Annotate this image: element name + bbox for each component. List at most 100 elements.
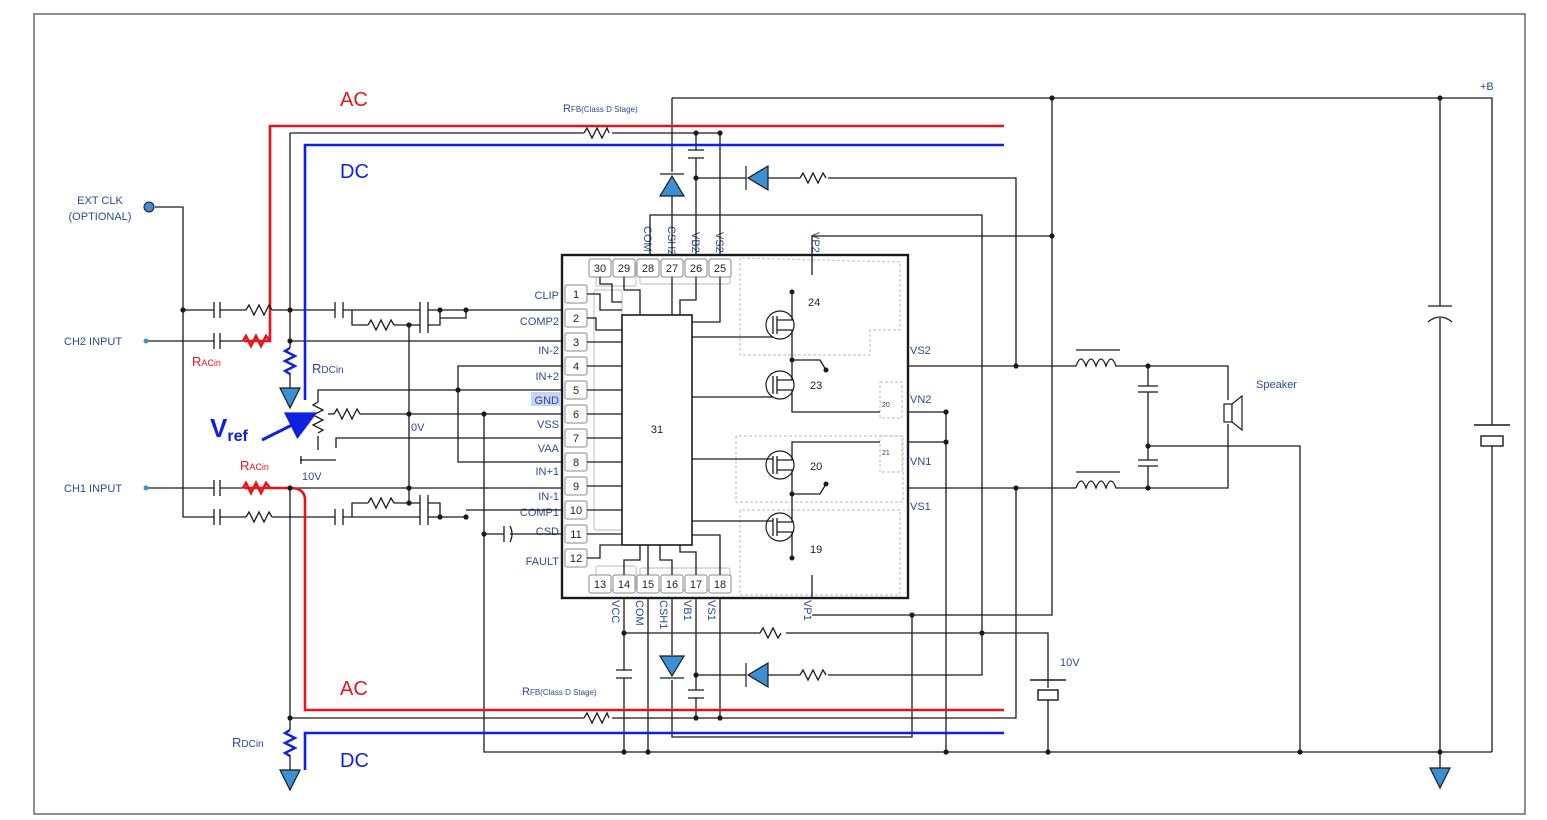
left-pin-boxes bbox=[564, 284, 588, 568]
resistor-rdc-bottom bbox=[282, 728, 298, 758]
resistor-rac-top bbox=[241, 333, 272, 349]
left-pin-numbers: 1 2 3 4 5 6 7 8 9 10 11 12 bbox=[570, 289, 582, 565]
cap-bulk bbox=[1427, 305, 1453, 323]
rdc-bottom-r: R bbox=[232, 735, 241, 750]
cap-6 bbox=[213, 480, 221, 496]
rdc-bottom-sub: DCin bbox=[241, 739, 263, 750]
bottom-pin-numbers: 13 14 15 16 17 18 bbox=[594, 579, 726, 591]
ground-bottom bbox=[279, 769, 301, 792]
plus-b-label: +B bbox=[1480, 81, 1494, 93]
chip-center-number: 31 bbox=[651, 424, 663, 436]
diode-top-vertical bbox=[658, 174, 686, 197]
inductor-bottom bbox=[1075, 471, 1120, 490]
ext-clk-optional-label: (OPTIONAL) bbox=[69, 211, 132, 223]
mosfet-19: 19 bbox=[692, 494, 822, 561]
cap-1 bbox=[213, 302, 221, 318]
resistors bbox=[245, 126, 827, 725]
ext-clk-terminal bbox=[143, 201, 155, 213]
rac-top-label: RACin bbox=[192, 354, 221, 369]
left-pin-names: CLIP COMP2 IN-2 IN+2 GND VSS VAA IN+1 IN… bbox=[520, 290, 560, 568]
pin-name-vn1: VN1 bbox=[910, 456, 931, 468]
mosfet-23-label: 23 bbox=[810, 380, 822, 392]
speaker-icon bbox=[1223, 394, 1243, 432]
red-resistors bbox=[241, 333, 272, 496]
ground-right bbox=[1429, 767, 1451, 790]
resistor-vss bbox=[333, 407, 361, 421]
resistor-rfb-bottom bbox=[583, 711, 610, 725]
pin-num-18: 18 bbox=[714, 579, 726, 591]
pin-num-5: 5 bbox=[573, 385, 579, 397]
external-wiring bbox=[147, 97, 1493, 770]
ch1-input-terminal bbox=[143, 485, 149, 491]
pin-name-vaa: VAA bbox=[538, 443, 560, 455]
rdc-bottom-label: RDCin bbox=[232, 735, 264, 750]
pin-name-vs2-top: VS2 bbox=[713, 232, 725, 253]
pin-name-vb2: VB2 bbox=[689, 232, 701, 253]
pin-num-25: 25 bbox=[714, 263, 726, 275]
vref-v: V bbox=[210, 413, 228, 443]
bottom-pin-names: VCC COM CSH1 VB1 VS1 VP1 bbox=[609, 600, 813, 629]
dc-top-line bbox=[303, 143, 1004, 400]
pin-name-com-top: COM bbox=[641, 226, 653, 252]
pin-num-16: 16 bbox=[666, 579, 678, 591]
pin-name-vp2: VP2 bbox=[809, 232, 821, 253]
rdc-top-r: R bbox=[312, 361, 321, 376]
rfb-top-sub: FB(Class D Stage) bbox=[571, 105, 638, 114]
ch1-input-label: CH1 INPUT bbox=[64, 483, 122, 495]
pin-num-3: 3 bbox=[573, 337, 579, 349]
battery-plus-b bbox=[1480, 435, 1504, 447]
dc-top-label: DC bbox=[340, 161, 369, 183]
pin-num-6: 6 bbox=[573, 409, 579, 421]
cap-out-top bbox=[1138, 385, 1158, 393]
cap-csd bbox=[503, 525, 513, 543]
resistor-comp2 bbox=[367, 318, 395, 332]
pin-name-vs1-bottom: VS1 bbox=[705, 600, 717, 621]
pin-name-vn2: VN2 bbox=[910, 394, 931, 406]
pin-name-fault: FAULT bbox=[526, 556, 560, 568]
pin-name-vp1: VP1 bbox=[801, 600, 813, 621]
pin-name-com-bottom: COM bbox=[633, 600, 645, 626]
resistor-rfb-top bbox=[583, 126, 610, 140]
pin-num-27: 27 bbox=[666, 263, 678, 275]
dc-bottom-label: DC bbox=[340, 750, 369, 772]
pin-num-10: 10 bbox=[570, 505, 582, 517]
mosfet-24-label: 24 bbox=[808, 297, 820, 309]
capacitors bbox=[213, 149, 1453, 699]
rdc-top-sub: DCin bbox=[321, 365, 343, 376]
ext-clk-label: EXT CLK bbox=[77, 195, 123, 207]
pin-num-8: 8 bbox=[573, 457, 579, 469]
pin-name-csh2: CSH2 bbox=[665, 226, 677, 255]
ac-top-line bbox=[244, 124, 1004, 343]
gnd-highlight bbox=[531, 392, 561, 406]
cap-10 bbox=[419, 509, 429, 525]
resistor-ch2-dc bbox=[245, 303, 273, 317]
pin-name-in-2: IN-2 bbox=[538, 345, 559, 357]
rac-bottom-sub: ACin bbox=[249, 462, 269, 472]
resistor-boot-bottom bbox=[799, 668, 827, 682]
pin-num-4: 4 bbox=[573, 361, 579, 373]
ac-top-label: AC bbox=[340, 89, 368, 111]
pin-name-vs2-right: VS2 bbox=[910, 345, 931, 357]
pin-name-vb1: VB1 bbox=[681, 600, 693, 621]
cap-7 bbox=[213, 509, 221, 525]
pin-num-14: 14 bbox=[618, 579, 630, 591]
mosfet-20-label: 20 bbox=[810, 461, 822, 473]
resistor-ch1-dc bbox=[245, 510, 273, 524]
pin-name-clip: CLIP bbox=[535, 290, 559, 302]
diode-bottom-vertical bbox=[658, 655, 686, 678]
pin-name-in-1: IN-1 bbox=[538, 491, 559, 503]
internal-wiring bbox=[587, 258, 813, 598]
rac-bottom-label: RACin bbox=[240, 458, 269, 473]
pin-name-csd: CSD bbox=[536, 526, 559, 538]
pin-name-vs1-right: VS1 bbox=[910, 501, 931, 513]
pin-name-comp1: COMP1 bbox=[520, 507, 559, 519]
rdc-top-label: RDCin bbox=[312, 361, 344, 376]
rac-top-sub: ACin bbox=[201, 358, 221, 368]
pin-name-vss: VSS bbox=[537, 419, 559, 431]
diagram-frame bbox=[33, 13, 1526, 815]
blue-resistors bbox=[282, 346, 298, 758]
mosfet-19-label: 19 bbox=[810, 544, 822, 556]
cap-5 bbox=[419, 317, 429, 333]
pot-10v-label: 10V bbox=[302, 471, 322, 483]
